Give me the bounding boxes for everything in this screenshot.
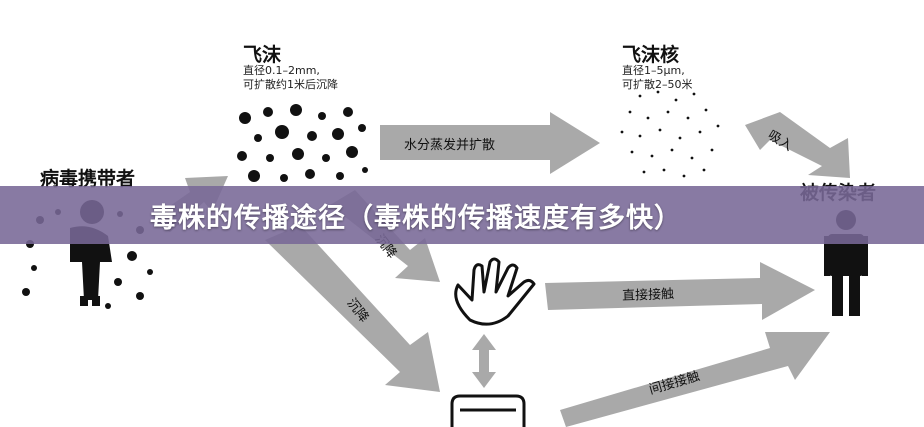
indirect-arrow — [560, 332, 830, 427]
droplet-title: 飞沫 — [243, 44, 282, 66]
nuclei-line2: 可扩散2–50米 — [622, 78, 693, 91]
droplet-line1: 直径0.1–2mm, — [243, 64, 320, 77]
hand-icon — [454, 257, 536, 326]
settle-surface-arrow — [265, 225, 440, 392]
nuclei-title: 飞沫核 — [622, 44, 680, 66]
evaporate-label: 水分蒸发并扩散 — [404, 138, 496, 153]
direct-arrow — [545, 262, 815, 320]
double-arrow-icon — [472, 334, 496, 388]
surface-icon — [450, 394, 526, 427]
evaporate-arrow — [380, 112, 600, 174]
carrier-title: 病毒携带者 — [40, 168, 136, 190]
nuclei-cluster — [620, 90, 720, 178]
nuclei-line1: 直径1–5μm, — [622, 64, 685, 77]
inhale-arrow — [745, 112, 850, 178]
banner-title: 毒株的传播途径（毒株的传播速度有多快） — [150, 202, 682, 234]
direct-label: 直接接触 — [621, 287, 675, 304]
droplet-line2: 可扩散约1米后沉降 — [243, 78, 338, 91]
droplet-cluster — [237, 104, 368, 182]
title-banner: 毒株的传播途径（毒株的传播速度有多快） — [0, 186, 924, 244]
